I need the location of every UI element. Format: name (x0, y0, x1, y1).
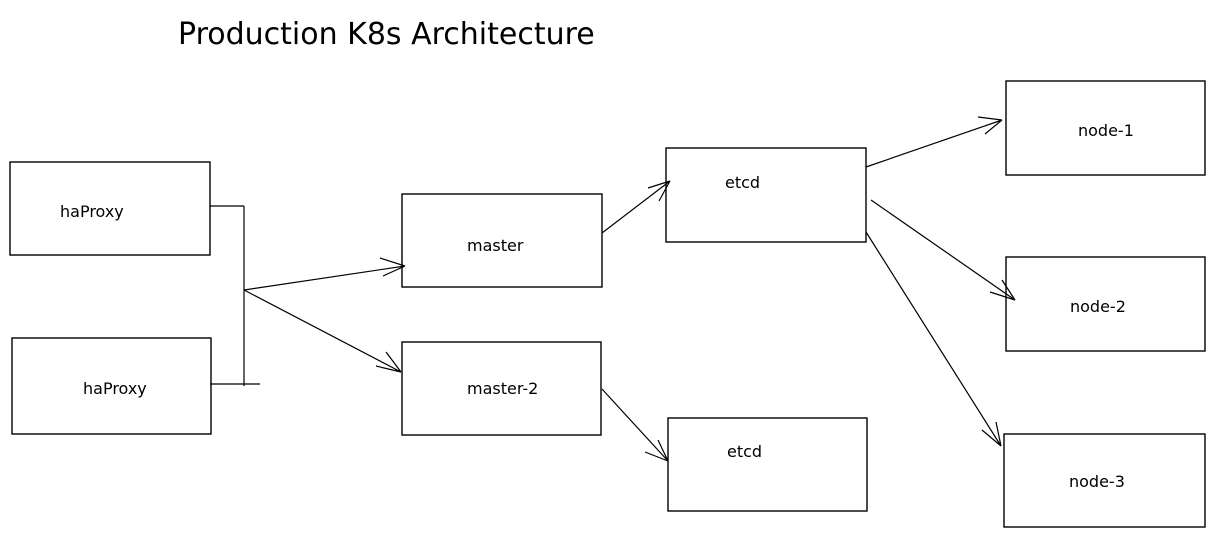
node-label: master-2 (467, 379, 538, 398)
edge-junction-master2 (243, 289, 402, 373)
node-node3: node-3 (1003, 433, 1206, 528)
edge-etcd1-node3 (865, 231, 1002, 447)
node-label: haProxy (60, 202, 124, 221)
diagram-title: Production K8s Architecture (178, 17, 595, 52)
edge-etcd1-node1 (865, 116, 1003, 168)
node-haproxy2: haProxy (11, 337, 212, 435)
node-node2: node-2 (1005, 256, 1206, 352)
node-label: node-1 (1078, 121, 1134, 140)
node-label: master (467, 236, 524, 255)
edges (210, 116, 1016, 462)
node-master2: master-2 (401, 341, 602, 436)
node-haproxy1: haProxy (9, 161, 211, 256)
node-etcd2: etcd (667, 417, 868, 512)
node-master: master (401, 193, 603, 288)
node-label: haProxy (83, 379, 147, 398)
edge-junction-master (243, 257, 406, 291)
edge-master-etcd1 (601, 180, 671, 234)
node-label: node-2 (1070, 297, 1126, 316)
node-label: node-3 (1069, 472, 1125, 491)
node-node1: node-1 (1005, 80, 1206, 176)
edge-etcd1-node2 (870, 199, 1016, 301)
node-label: etcd (727, 442, 762, 461)
node-etcd1: etcd (665, 147, 867, 243)
node-label: etcd (725, 173, 760, 192)
edge-master2-etcd2 (601, 388, 669, 462)
